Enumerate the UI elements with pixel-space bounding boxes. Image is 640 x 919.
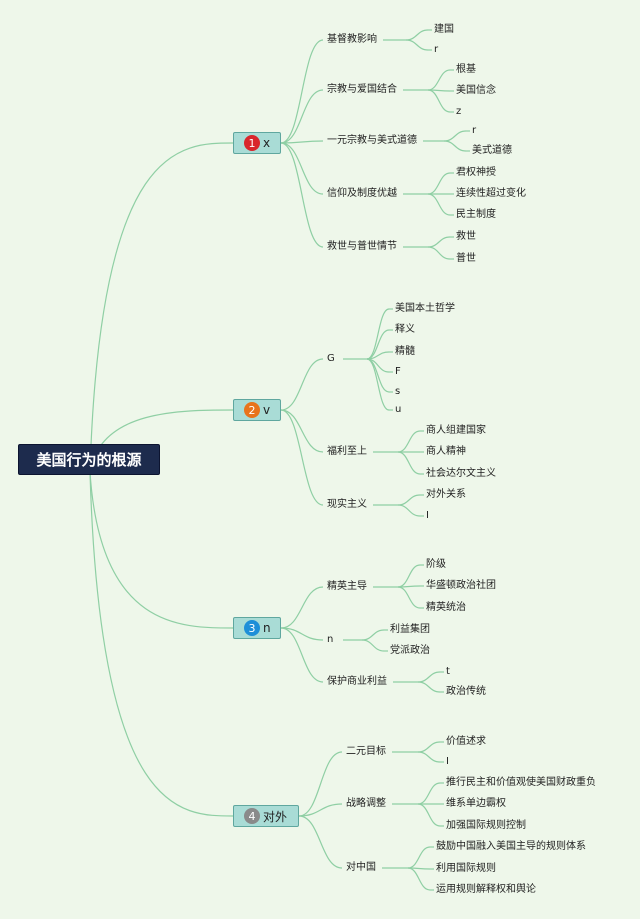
leaf-topic[interactable]: 商人精神: [426, 446, 466, 457]
leaf-topic[interactable]: 利益集团: [390, 624, 430, 635]
root-topic[interactable]: 美国行为的根源: [18, 444, 160, 475]
subtopic[interactable]: 救世与普世情节: [327, 241, 397, 252]
leaf-topic[interactable]: 美国信念: [456, 85, 496, 96]
leaf-topic[interactable]: 建国: [434, 24, 454, 35]
leaf-topic[interactable]: 精英统治: [426, 602, 466, 613]
leaf-topic[interactable]: 阶级: [426, 559, 446, 570]
subtopic[interactable]: n: [327, 634, 334, 645]
leaf-topic[interactable]: s: [395, 386, 401, 397]
leaf-topic[interactable]: t: [446, 666, 450, 677]
leaf-topic[interactable]: 鼓励中国融入美国主导的规则体系: [436, 841, 586, 852]
leaf-topic[interactable]: 民主制度: [456, 209, 496, 220]
leaf-topic[interactable]: 加强国际规则控制: [446, 820, 526, 831]
branch-label: n: [263, 621, 271, 635]
leaf-topic[interactable]: 救世: [456, 231, 476, 242]
leaf-topic[interactable]: z: [456, 106, 462, 117]
branch-number-badge: 2: [244, 402, 260, 418]
subtopic[interactable]: 基督教影响: [327, 34, 377, 45]
subtopic[interactable]: 二元目标: [346, 746, 386, 757]
branch-label: 对外: [263, 809, 288, 824]
leaf-topic[interactable]: 价值述求: [446, 736, 486, 747]
leaf-topic[interactable]: 对外关系: [426, 489, 466, 500]
subtopic[interactable]: 宗教与爱国结合: [327, 84, 397, 95]
leaf-topic[interactable]: 美式道德: [472, 145, 512, 156]
leaf-topic[interactable]: 政治传统: [446, 686, 486, 697]
branch-number-badge: 3: [244, 620, 260, 636]
branch-number-badge: 1: [244, 135, 260, 151]
leaf-topic[interactable]: 君权神授: [456, 167, 496, 178]
subtopic[interactable]: 现实主义: [327, 499, 367, 510]
leaf-topic[interactable]: F: [395, 366, 401, 377]
leaf-topic[interactable]: r: [472, 125, 477, 136]
leaf-topic[interactable]: 运用规则解释权和舆论: [436, 884, 536, 895]
subtopic[interactable]: 精英主导: [327, 581, 367, 592]
subtopic[interactable]: 对中国: [346, 862, 376, 873]
leaf-topic[interactable]: 商人组建国家: [426, 425, 486, 436]
leaf-topic[interactable]: 华盛顿政治社团: [426, 580, 496, 591]
branch-label: x: [263, 136, 271, 150]
leaf-topic[interactable]: 社会达尔文主义: [426, 468, 496, 479]
leaf-topic[interactable]: I: [446, 756, 449, 767]
leaf-topic[interactable]: u: [395, 404, 402, 415]
subtopic[interactable]: 保护商业利益: [327, 676, 387, 687]
leaf-topic[interactable]: r: [434, 44, 439, 55]
leaf-topic[interactable]: 推行民主和价值观使美国财政重负: [446, 777, 596, 788]
leaf-topic[interactable]: 美国本土哲学: [395, 303, 455, 314]
leaf-topic[interactable]: 根基: [456, 64, 476, 75]
subtopic[interactable]: G: [327, 353, 335, 364]
branch-label: v: [263, 403, 271, 417]
leaf-topic[interactable]: 释义: [395, 324, 415, 335]
leaf-topic[interactable]: 维系单边霸权: [446, 798, 506, 809]
leaf-topic[interactable]: 利用国际规则: [436, 863, 496, 874]
leaf-topic[interactable]: 连续性超过变化: [456, 188, 526, 199]
subtopic[interactable]: 福利至上: [327, 446, 367, 457]
leaf-topic[interactable]: 精髓: [395, 346, 415, 357]
leaf-topic[interactable]: 普世: [456, 253, 476, 264]
subtopic[interactable]: 战略调整: [346, 798, 386, 809]
leaf-topic[interactable]: I: [426, 510, 429, 521]
subtopic[interactable]: 信仰及制度优越: [327, 188, 397, 199]
leaf-topic[interactable]: 党派政治: [390, 645, 430, 656]
subtopic[interactable]: 一元宗教与美式道德: [327, 135, 417, 146]
branch-number-badge: 4: [244, 808, 260, 824]
